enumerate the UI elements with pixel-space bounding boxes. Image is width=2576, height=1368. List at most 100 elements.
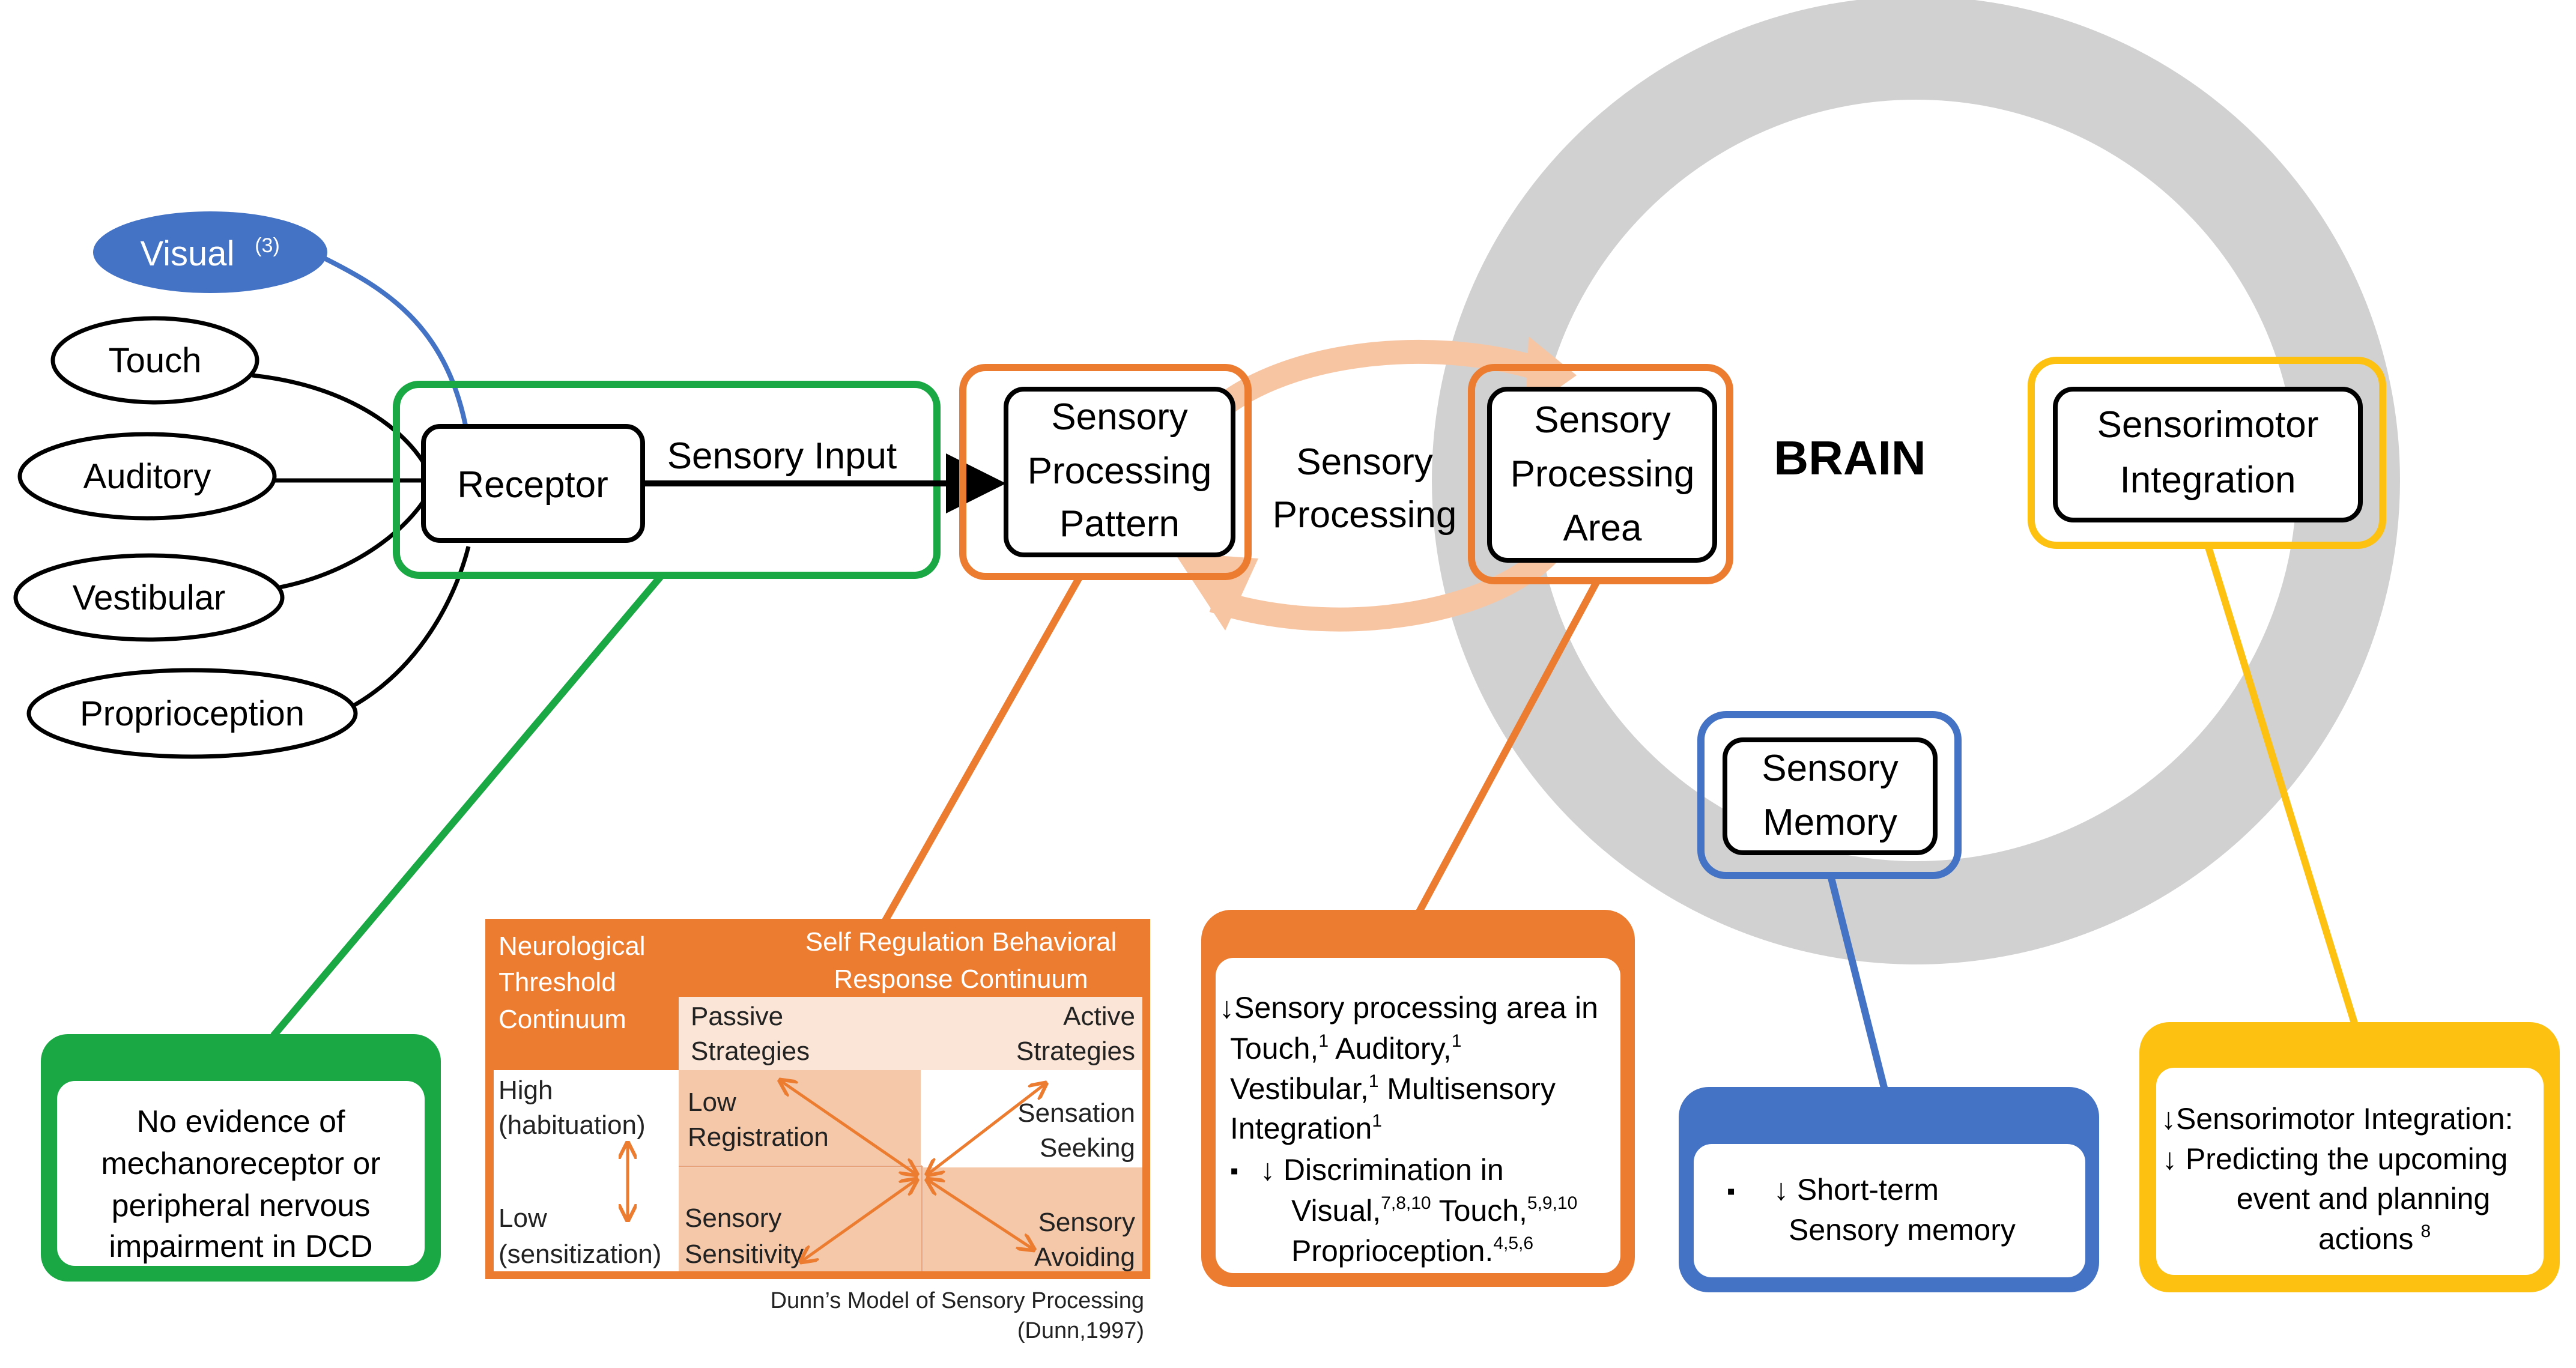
area-line-2: Processing xyxy=(1511,453,1695,495)
dunn-caption-line-1: Dunn’s Model of Sensory Processing xyxy=(771,1288,1144,1313)
dunn-caption-line-2: (Dunn,1997) xyxy=(1017,1318,1144,1343)
area-note-touch: Touch, xyxy=(1230,1032,1318,1065)
dunn-threshold-line-2: Threshold xyxy=(499,967,616,997)
dunn-sensory-sensitivity-line-2: Sensitivity xyxy=(685,1239,804,1269)
dunn-passive-line-1: Passive xyxy=(691,1002,783,1031)
memory-box xyxy=(1723,737,1938,855)
sensorimotor-line-2: Integration xyxy=(2120,459,2296,501)
area-box xyxy=(1487,387,1717,563)
area-note-auditory: Auditory, xyxy=(1329,1032,1452,1065)
receptor-box xyxy=(421,424,645,543)
touch-label: Touch xyxy=(109,341,202,380)
pattern-box xyxy=(1004,387,1235,557)
area-frame xyxy=(1468,364,1733,584)
dunn-sensation-seeking-line-1: Sensation xyxy=(1017,1098,1135,1128)
area-note-touch-2: Touch, xyxy=(1431,1194,1527,1227)
svg-text:Vestibular,1 Multisensory: Vestibular,1 Multisensory xyxy=(1230,1071,1556,1106)
processing-line-1: Sensory xyxy=(1296,441,1432,483)
svg-text:Visual,7,8,10 Touch,5,9,10: Visual,7,8,10 Touch,5,9,10 xyxy=(1291,1193,1577,1227)
receptor-note-line-2: mechanoreceptor or xyxy=(101,1146,380,1181)
oval-visual: Visual (3) xyxy=(93,211,327,293)
dunn-active-line-2: Strategies xyxy=(1016,1037,1135,1066)
vestibular-label: Vestibular xyxy=(73,578,226,617)
area-note-touch-2-ref: 5,9,10 xyxy=(1527,1193,1577,1213)
sensorimotor-note-line-2: ↓ Predicting the upcoming xyxy=(2162,1142,2508,1176)
area-note-bullet: ▪ xyxy=(1230,1158,1238,1184)
dunn-sensation-seeking-line-2: Seeking xyxy=(1040,1133,1135,1163)
memory-note-line-1: ↓ Short-term xyxy=(1774,1173,1939,1206)
connector-memory-note xyxy=(1827,874,1888,1091)
dunn-model-table: Neurological Threshold Continuum Self Re… xyxy=(485,919,1150,1279)
dunn-response-line-1: Self Regulation Behavioral xyxy=(805,927,1117,957)
area-note-line-1: ↓Sensory processing area in xyxy=(1219,991,1598,1024)
dunn-active-line-1: Active xyxy=(1063,1002,1135,1031)
svg-text:↓ Discrimination in: ↓ Discrimination in xyxy=(1260,1153,1504,1187)
connector-proprioception xyxy=(341,546,471,714)
dunn-low-line-1: Low xyxy=(499,1203,547,1233)
receptor-frame xyxy=(393,381,941,579)
dunn-low-line-2: (sensitization) xyxy=(499,1239,661,1269)
sensorimotor-note-line-4: actions xyxy=(2318,1222,2413,1256)
connector-receptor-note xyxy=(270,574,664,1038)
connector-area-note xyxy=(1415,578,1601,915)
memory-note-line-2: Sensory memory xyxy=(1789,1213,2016,1247)
connector-touch xyxy=(252,373,425,464)
dunn-sensory-avoiding-line-1: Sensory xyxy=(1038,1208,1135,1237)
area-note-vestibular: Vestibular, xyxy=(1230,1072,1369,1106)
memory-line-2: Memory xyxy=(1763,802,1897,843)
connector-pattern-dunn xyxy=(879,575,1083,927)
area-line-3: Area xyxy=(1563,507,1642,549)
svg-text:Touch,1 Auditory,1: Touch,1 Auditory,1 xyxy=(1230,1031,1461,1065)
area-line-1: Sensory xyxy=(1534,399,1670,441)
oval-proprioception: Proprioception xyxy=(26,668,358,759)
svg-text:↓Sensory processing area in: ↓Sensory processing area in xyxy=(1219,991,1598,1024)
processing-line-2: Processing xyxy=(1273,494,1457,536)
area-note-visual-ref: 7,8,10 xyxy=(1381,1193,1431,1213)
area-note-touch-ref: 1 xyxy=(1318,1031,1329,1051)
pattern-line-1: Sensory xyxy=(1051,396,1187,438)
brain-label: BRAIN xyxy=(1774,431,1926,485)
receptor-note-line-3: peripheral nervous xyxy=(112,1188,371,1223)
svg-text:Proprioception.4,5,6: Proprioception.4,5,6 xyxy=(1291,1233,1533,1268)
dunn-high-line-2: (habituation) xyxy=(499,1110,646,1140)
sensorimotor-line-1: Sensorimotor xyxy=(2097,404,2319,446)
oval-auditory: Auditory xyxy=(17,432,277,521)
connector-sensorimotor-note xyxy=(2204,544,2359,1028)
oval-vestibular: Vestibular xyxy=(13,553,285,642)
dunn-arrow-low-registration xyxy=(781,1081,916,1174)
dunn-sensory-avoiding-line-2: Avoiding xyxy=(1034,1242,1135,1272)
dunn-response-line-2: Response Continuum xyxy=(834,964,1088,994)
dunn-passive-line-2: Strategies xyxy=(691,1037,810,1066)
dunn-arrow-sensation-seeking xyxy=(928,1084,1045,1174)
sensorimotor-box xyxy=(2053,387,2363,522)
area-note-vestibular-ref: 1 xyxy=(1369,1071,1379,1091)
sensorimotor-note-ref: 8 xyxy=(2420,1221,2431,1241)
svg-text:Integration1: Integration1 xyxy=(1230,1111,1382,1145)
pattern-line-3: Pattern xyxy=(1059,503,1180,545)
sensorimotor-frame xyxy=(2028,357,2386,549)
proprioception-label: Proprioception xyxy=(80,694,305,733)
pattern-frame xyxy=(959,364,1252,580)
memory-frame xyxy=(1697,711,1962,879)
oval-touch: Touch xyxy=(50,316,259,405)
area-note-proprioception: Proprioception. xyxy=(1291,1234,1493,1268)
visual-ref: (3) xyxy=(255,234,280,257)
area-note-discrimination: ↓ Discrimination in xyxy=(1260,1153,1504,1187)
area-note-auditory-ref: 1 xyxy=(1452,1031,1462,1051)
auditory-label: Auditory xyxy=(83,457,211,496)
dunn-low-registration-line-2: Registration xyxy=(688,1122,829,1152)
dunn-threshold-line-1: Neurological xyxy=(499,931,646,961)
area-note-text: ↓Sensory processing area in Touch,1 Audi… xyxy=(1219,991,1598,1268)
receptor-note-line-4: impairment in DCD xyxy=(109,1229,372,1264)
connector-vestibular xyxy=(252,500,425,594)
area-note-inner xyxy=(1216,958,1620,1273)
area-note-integration-ref: 1 xyxy=(1372,1111,1382,1131)
receptor-note-line-1: No evidence of xyxy=(137,1104,345,1139)
pattern-line-2: Processing xyxy=(1028,450,1212,492)
area-note-visual: Visual, xyxy=(1291,1194,1381,1227)
memory-line-1: Sensory xyxy=(1762,748,1898,789)
memory-note-bullet: ▪ xyxy=(1727,1178,1735,1205)
area-note-multisensory: Multisensory xyxy=(1378,1072,1556,1106)
